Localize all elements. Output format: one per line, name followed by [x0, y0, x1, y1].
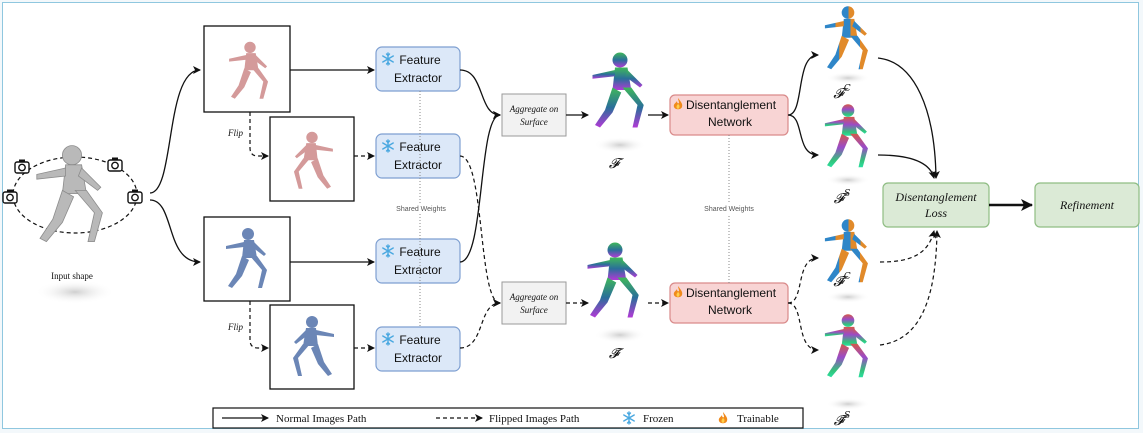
feature-extractor-line1: Feature — [399, 333, 441, 347]
feature-extractor-2: Feature Extractor — [375, 133, 461, 179]
aggregate-line1: Aggregate on — [509, 292, 559, 302]
input-arrows — [149, 66, 201, 266]
rendered-view-1-flipped — [269, 116, 355, 202]
feature-extractor-line2: Extractor — [394, 263, 442, 277]
flipped-image-to-extractor-arrows — [354, 152, 375, 352]
human-figure-icon — [35, 144, 104, 243]
flip-label-bottom: Flip — [227, 322, 243, 332]
feature-extractor-line1: Feature — [399, 53, 441, 67]
output-mesh-f-c: 𝓕C — [824, 6, 870, 102]
rendered-view-2 — [203, 216, 291, 302]
flip-label-top: Flip — [227, 128, 243, 138]
output-mesh-f-bar-c: 𝓕̄C — [824, 219, 870, 303]
flip-arrows — [249, 112, 269, 352]
rendered-view-2-flipped — [269, 304, 355, 390]
network-to-output-arrows — [787, 51, 819, 159]
feature-extractor-line1: Feature — [399, 245, 441, 259]
disentanglement-network-bottom: Disentanglement Network — [669, 282, 789, 324]
extractor-to-aggregate-arrows — [459, 69, 501, 263]
feature-label-f-bar: 𝓕̄ — [609, 346, 624, 362]
feature-extractor-line1: Feature — [399, 140, 441, 154]
shared-weights-label-left: Shared Weights — [396, 206, 446, 213]
disentanglement-network-top: Disentanglement Network — [669, 94, 789, 136]
output-label-f-bar-c: 𝓕̄C — [833, 272, 850, 290]
input-shape: Input shape — [2, 144, 143, 304]
network-line2: Network — [708, 115, 753, 129]
camera-icon — [2, 188, 18, 204]
feature-extractor-1: Feature Extractor — [375, 46, 461, 92]
legend: Normal Images Path Flipped Images Path F… — [212, 407, 804, 429]
flipped-network-to-output-arrows — [787, 254, 819, 354]
disentanglement-loss-box: Disentanglement Loss — [882, 182, 990, 228]
loss-line2: Loss — [924, 206, 947, 220]
aggregate-line1: Aggregate on — [509, 104, 559, 114]
aggregate-line2: Surface — [520, 117, 548, 127]
feature-extractor-line2: Extractor — [394, 158, 442, 172]
image-to-extractor-arrows — [290, 66, 375, 266]
legend-trainable: Trainable — [737, 413, 779, 425]
shared-weights-label-right: Shared Weights — [704, 206, 754, 213]
legend-frozen: Frozen — [643, 413, 674, 425]
output-label-f-s: 𝓕S — [834, 189, 851, 207]
legend-flipped-path: Flipped Images Path — [489, 413, 580, 425]
aggregate-line2: Surface — [520, 305, 548, 315]
output-mesh-f-s: 𝓕S — [824, 104, 870, 207]
camera-icon — [107, 156, 123, 172]
refinement-box: Refinement — [1034, 182, 1140, 228]
refinement-label: Refinement — [1059, 198, 1115, 212]
rendered-view-1 — [203, 25, 291, 113]
camera-icon — [14, 158, 30, 174]
output-label-f-bar-s: 𝓕̄S — [834, 411, 851, 429]
feature-extractor-line2: Extractor — [394, 71, 442, 85]
flipped-extractor-to-aggregate-arrows — [459, 155, 501, 349]
feature-extractor-line2: Extractor — [394, 351, 442, 365]
feature-mesh-f: 𝓕 — [592, 52, 646, 172]
output-label-f-c: 𝓕C — [833, 84, 850, 102]
legend-normal-path: Normal Images Path — [276, 413, 367, 425]
feature-extractor-4: Feature Extractor — [375, 326, 461, 372]
output-to-loss-arrows — [877, 57, 940, 179]
feature-label-f: 𝓕 — [609, 156, 624, 172]
output-mesh-f-bar-s: 𝓕̄S — [824, 314, 870, 429]
network-line2: Network — [708, 303, 753, 317]
camera-icon — [127, 188, 143, 204]
aggregate-box-bottom: Aggregate on Surface — [501, 281, 567, 325]
network-line1: Disentanglement — [686, 98, 777, 112]
input-shape-label: Input shape — [51, 271, 93, 281]
network-line1: Disentanglement — [686, 286, 777, 300]
loss-line1: Disentanglement — [894, 190, 977, 204]
feature-extractor-3: Feature Extractor — [375, 238, 461, 284]
flipped-output-to-loss-arrows — [879, 230, 941, 346]
feature-mesh-f-bar: 𝓕̄ — [587, 242, 646, 362]
aggregate-box-top: Aggregate on Surface — [501, 93, 567, 137]
